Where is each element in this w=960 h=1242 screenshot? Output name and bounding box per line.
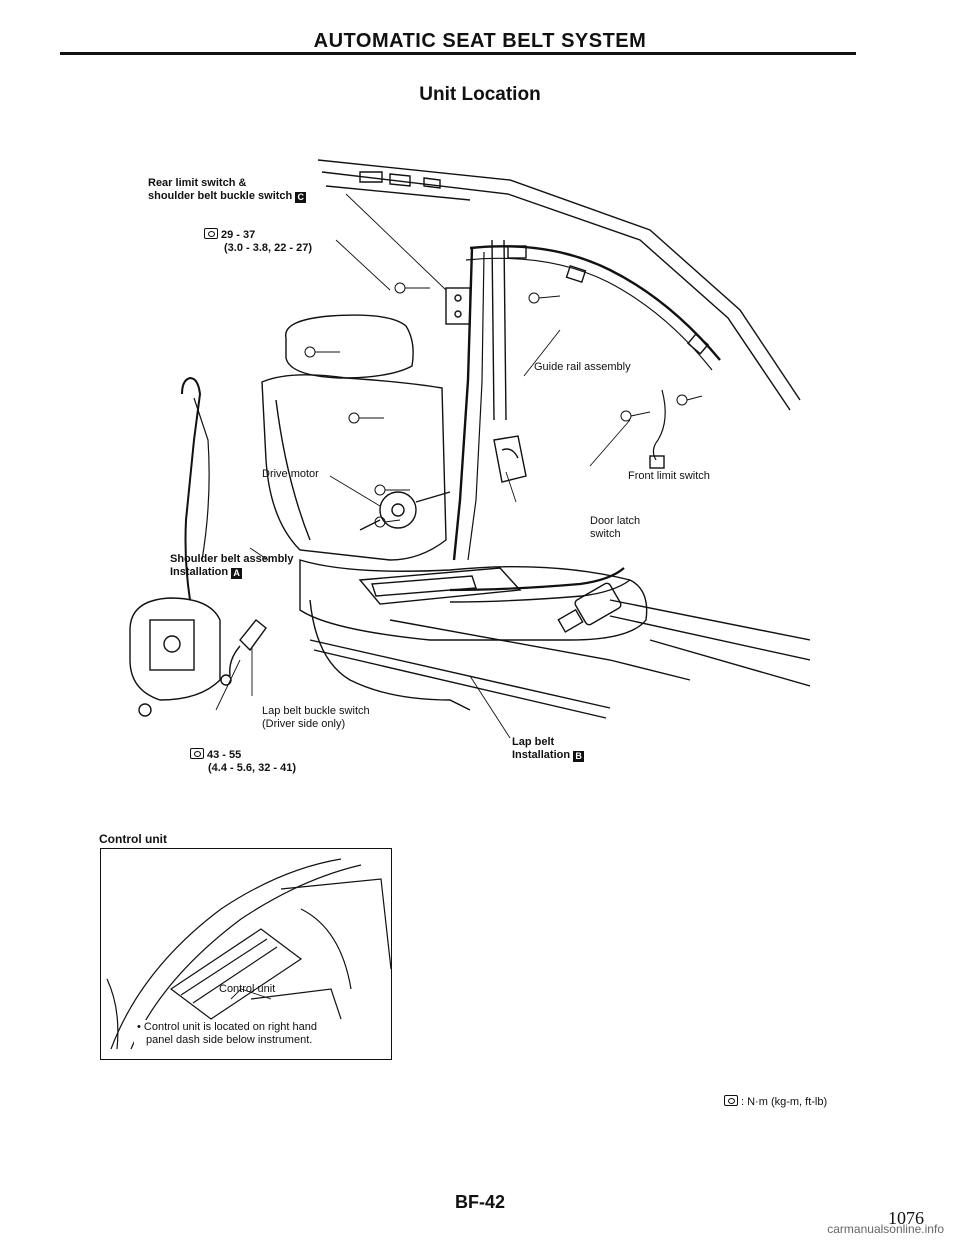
installation-box-b: B: [573, 751, 585, 762]
torque-wrench-icon: [190, 748, 204, 759]
inset-note: • Control unit is located on right hand …: [134, 1020, 320, 1048]
footer-site-watermark: carmanualsonline.info: [827, 1222, 944, 1236]
header-rule: [60, 52, 856, 55]
page-code: BF-42: [454, 1192, 505, 1212]
torque-unit-legend: : N·m (kg-m, ft-lb): [724, 1095, 827, 1109]
inset-title: Control unit: [99, 832, 167, 846]
label-door-latch-switch: Door latch switch: [590, 515, 641, 540]
label-rear-limit-switch: Rear limit switch & shoulder belt buckle…: [148, 177, 307, 203]
label-torque-lower: 43 - 55 (4.4 - 5.6, 32 - 41): [190, 748, 296, 775]
page-number: 1076: [888, 1208, 924, 1228]
page-header-title: AUTOMATIC SEAT BELT SYSTEM: [313, 30, 647, 52]
label-drive-motor: Drive motor: [262, 468, 319, 480]
installation-box-a: A: [231, 568, 243, 579]
torque-wrench-icon: [724, 1095, 738, 1106]
label-torque-upper: 29 - 37 (3.0 - 3.8, 22 - 27): [204, 228, 312, 255]
seat-belt-diagram: [129, 159, 810, 739]
label-lap-belt-buckle-switch: Lap belt buckle switch (Driver side only…: [262, 705, 370, 730]
control-unit-inset-drawing: [106, 858, 391, 1050]
section-subtitle: Unit Location: [419, 84, 541, 105]
control-unit-inset: Control unit: [100, 848, 392, 1060]
inset-callout-control-unit: Control unit: [219, 983, 276, 995]
label-front-limit-switch: Front limit switch: [628, 470, 710, 482]
torque-wrench-icon: [204, 228, 218, 239]
label-guide-rail-assembly: Guide rail assembly: [534, 361, 631, 373]
installation-box-c: C: [295, 192, 307, 203]
